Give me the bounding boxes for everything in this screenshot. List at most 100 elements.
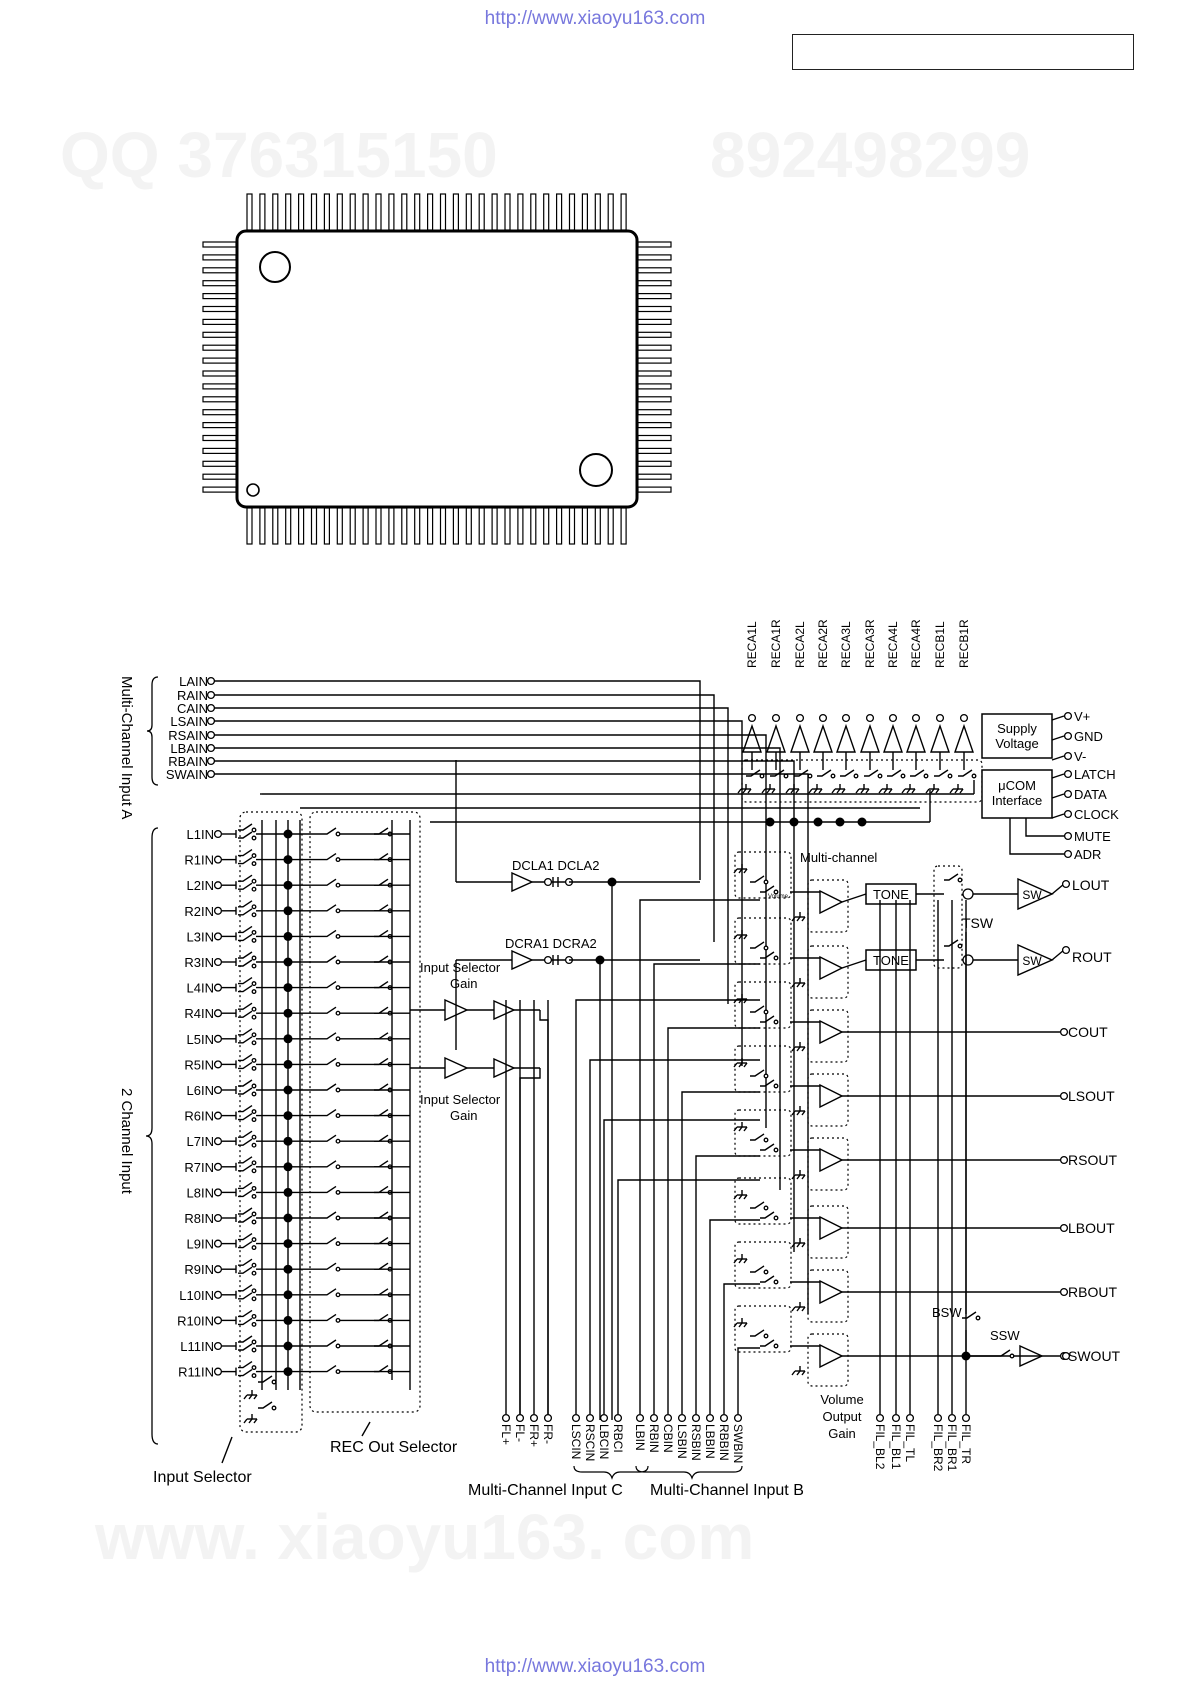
rec-switch: [322, 1211, 337, 1219]
channel-switch: [760, 951, 775, 959]
switch-contact: [773, 1147, 779, 1153]
lead-top: [491, 193, 498, 231]
ground-symbol: [801, 916, 806, 922]
ground-symbol: [796, 1174, 801, 1180]
ground-symbol: [883, 788, 888, 794]
ucom-label: μCOM: [998, 778, 1036, 793]
lead-right: [637, 293, 672, 300]
two-ch-pin-label: L10IN: [179, 1288, 214, 1303]
mc-c-brace: [573, 1465, 649, 1480]
title-box: [792, 34, 1134, 70]
lead-top: [530, 193, 537, 231]
chip-body: [235, 229, 639, 509]
switch-contact: [271, 1379, 277, 1385]
ground-symbol: [253, 1394, 258, 1400]
channel-switch: [760, 1275, 775, 1283]
mc-b-pin: [719, 1413, 729, 1423]
output-label: RSOUT: [1068, 1152, 1117, 1168]
lead-bottom: [272, 507, 279, 545]
ground-symbol: [243, 1418, 248, 1424]
lead-bottom: [491, 507, 498, 545]
input-switch: [238, 1335, 253, 1343]
mute-label: MUTE: [1074, 829, 1111, 844]
switch-contact: [251, 1211, 257, 1217]
multi-a-pin: [206, 769, 216, 779]
top-url[interactable]: http://www.xiaoyu163.com: [484, 8, 706, 29]
lead-left: [202, 396, 237, 403]
switch-contact: [763, 1137, 769, 1143]
lead-top: [349, 193, 356, 231]
fl-pin: [543, 1413, 553, 1423]
dcra-pin: [543, 955, 553, 965]
lead-top: [465, 193, 472, 231]
two-ch-pin: [213, 1188, 223, 1197]
ucom-box: [981, 769, 1053, 819]
two-ch-pin-label: R2IN: [184, 904, 214, 919]
two-ch-pin: [213, 1290, 223, 1299]
mc-b-pin: [649, 1413, 659, 1423]
two-ch-pin-label: L3IN: [187, 929, 214, 944]
volume-amp: [819, 1279, 844, 1305]
two-ch-pin: [213, 1034, 223, 1043]
switch-contact: [251, 1014, 257, 1020]
switch-contact: [251, 912, 257, 918]
wire: [695, 1155, 760, 1414]
volume-box: [807, 945, 849, 999]
tone-label: TONE: [873, 887, 909, 902]
switch-contact: [251, 1245, 257, 1251]
ground-symbol: [801, 1046, 806, 1052]
bottom-url[interactable]: http://www.xiaoyu163.com: [484, 1656, 706, 1677]
mc-b-pin: [635, 1413, 645, 1423]
switch-contact: [763, 1333, 769, 1339]
two-ch-pin: [213, 829, 223, 839]
switch-contact: [251, 1347, 257, 1353]
supply-label: Voltage: [995, 736, 1038, 751]
rec-switch: [322, 1006, 337, 1014]
switch-contact: [251, 1160, 257, 1166]
watermark-qq: QQ 376315150: [60, 119, 498, 191]
rec-switch: [322, 853, 337, 861]
switch-contact: [335, 933, 341, 939]
lead-right: [637, 409, 672, 416]
two-ch-pin: [213, 1111, 223, 1120]
ground-symbol: [743, 1126, 748, 1132]
output-pin: [1061, 1351, 1071, 1361]
wire: [709, 1219, 760, 1414]
ground-symbol: [738, 1126, 743, 1132]
rec-output-pin: [795, 713, 805, 723]
lead-left: [202, 409, 237, 416]
switch-contact: [251, 1040, 257, 1046]
lead-bottom: [543, 507, 550, 545]
input-switch: [238, 1241, 253, 1249]
rec-output-pin: [865, 713, 875, 723]
volume-output-gain-label: Gain: [828, 1426, 855, 1441]
rec-switch: [374, 1057, 389, 1066]
ground-symbol: [796, 916, 801, 922]
input-switch: [238, 1292, 253, 1300]
switch-contact: [251, 955, 257, 961]
rec-switch: [770, 769, 785, 777]
multi-a-pin: [206, 730, 216, 740]
ground-symbol: [743, 1258, 748, 1264]
wire: [1009, 818, 1064, 855]
input-switch: [238, 977, 253, 985]
ground-symbol: [855, 788, 860, 794]
switch-contact: [251, 1117, 257, 1123]
switch-contact: [335, 908, 341, 914]
mc-c-pin: [571, 1413, 581, 1423]
volume-amp: [819, 1083, 844, 1109]
rec-switch: [374, 1006, 389, 1014]
input-switch: [238, 951, 253, 959]
ic-package-drawing: [202, 193, 672, 545]
lead-top: [581, 193, 589, 231]
switch-contact: [335, 1113, 341, 1119]
lead-right: [637, 280, 672, 287]
channel-switch: [750, 941, 765, 949]
gain-amp: [444, 998, 469, 1022]
switch-contact: [763, 1205, 769, 1211]
input-switch: [238, 900, 253, 908]
ground-symbol: [738, 998, 743, 1004]
adr-pin: [1063, 849, 1073, 859]
switch-contact: [773, 1343, 779, 1349]
two-ch-brace: [145, 827, 159, 1445]
